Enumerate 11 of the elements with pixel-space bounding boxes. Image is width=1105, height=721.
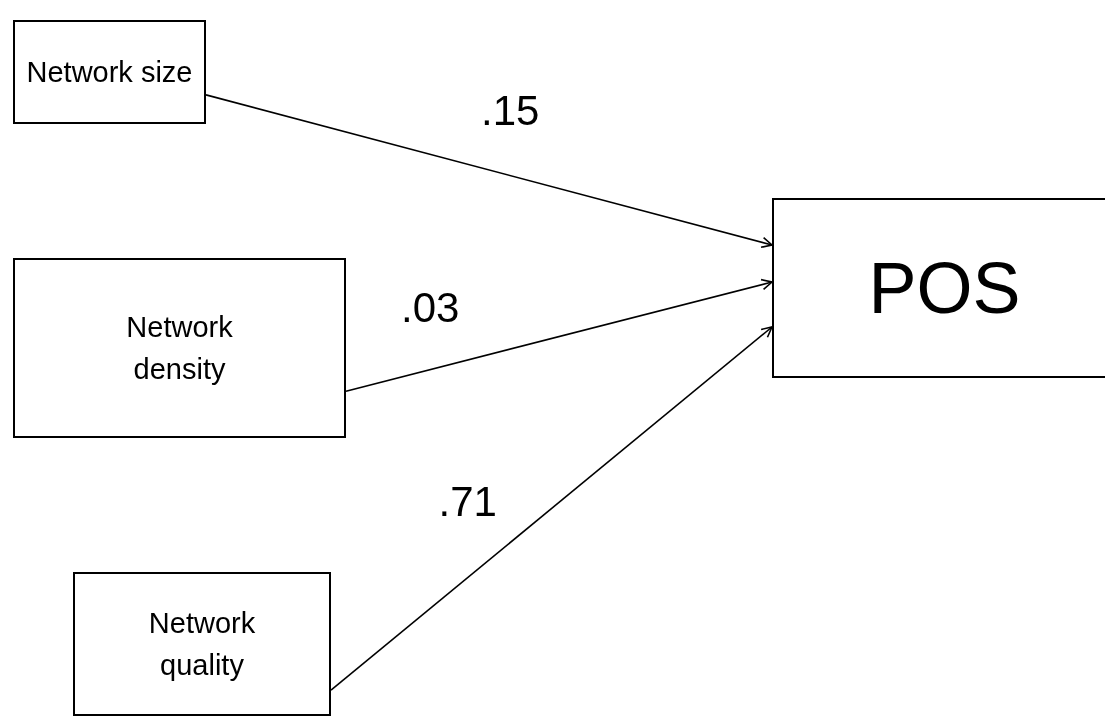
variable-box bbox=[73, 572, 331, 716]
box-label: POS bbox=[868, 246, 1021, 330]
arrow bbox=[345, 278, 773, 392]
box-label: Network density bbox=[125, 309, 234, 387]
variable-box bbox=[13, 258, 346, 438]
box-label: Network size bbox=[26, 54, 193, 90]
arrow bbox=[330, 326, 773, 691]
variable-box bbox=[772, 198, 1105, 378]
variable-box bbox=[13, 20, 206, 124]
box-label: Network quality bbox=[147, 605, 257, 683]
arrow bbox=[205, 94, 773, 249]
